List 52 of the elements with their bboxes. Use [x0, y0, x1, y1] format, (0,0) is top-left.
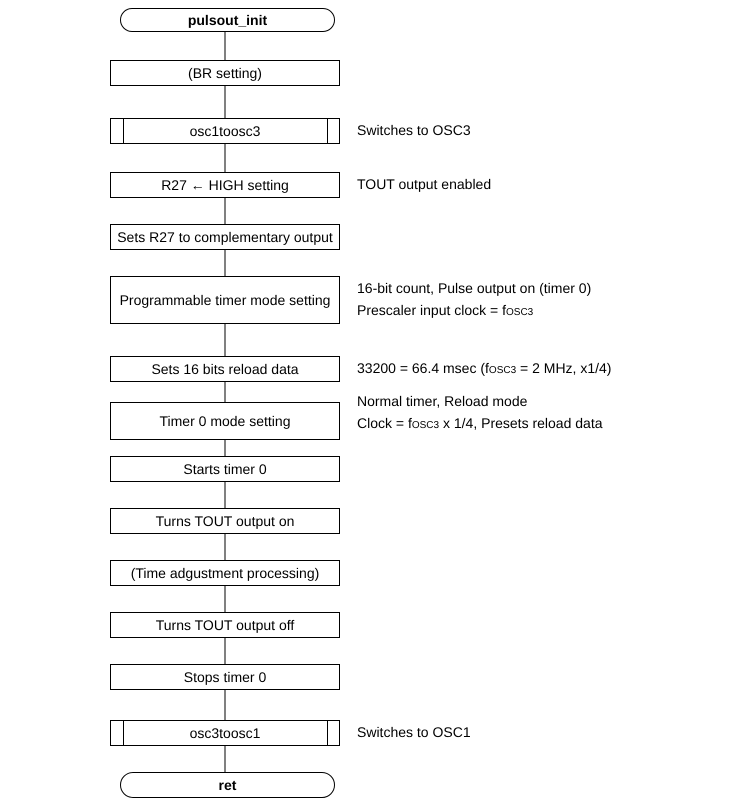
process-box [110, 508, 340, 534]
comment-text: Switches to OSC1 [357, 723, 471, 742]
connector-line [224, 440, 226, 456]
connector-line [224, 638, 226, 664]
step-text: osc3toosc1 [190, 724, 260, 742]
step-text: Turns TOUT output on [156, 512, 294, 530]
comment-text: 33200 = 66.4 msec (f$_{OSC3}$ = 2 MHz, x1/4) [357, 359, 612, 378]
connector-line [224, 324, 226, 356]
step-text: R27 ← HIGH setting [161, 176, 289, 194]
step-text: (BR setting) [188, 64, 262, 82]
comment-text: Normal timer, Reload mode [357, 392, 528, 412]
process-box [110, 560, 340, 586]
subroutine-box [110, 720, 340, 746]
connector-line [224, 382, 226, 402]
step-text: Sets R27 to complementary output [117, 228, 333, 246]
terminal-box [120, 8, 335, 32]
step-text: osc1toosc3 [190, 122, 260, 140]
process-box [110, 276, 340, 324]
connector-line [224, 32, 226, 60]
connector-line [224, 198, 226, 224]
connector-line [224, 482, 226, 508]
connector-line [224, 586, 226, 612]
step-text: pulsout_init [188, 10, 268, 30]
process-box [110, 612, 340, 638]
connector-line [224, 690, 226, 720]
comment-text: 16-bit count, Pulse output on (timer 0) [357, 279, 592, 298]
comment-text: Switches to OSC3 [357, 121, 471, 140]
step-text: Timer 0 mode setting [160, 412, 290, 430]
connector-line [224, 250, 226, 276]
terminal-box [120, 772, 335, 798]
step-text: Programmable timer mode setting [120, 290, 330, 310]
process-box [110, 60, 340, 86]
comment-text: Prescaler input clock = f$_{OSC3}$ [357, 301, 534, 320]
connector-line [224, 746, 226, 772]
subroutine-box [110, 118, 340, 144]
process-box [110, 172, 340, 198]
comment-text: TOUT output enabled [357, 175, 492, 194]
step-text: Starts timer 0 [183, 460, 267, 478]
connector-line [224, 144, 226, 172]
process-box [110, 456, 340, 482]
comment-text: Clock = f$_{OSC3}$ x 1/4, Presets reload data [357, 414, 603, 433]
connector-line [224, 86, 226, 118]
step-text: Sets 16 bits reload data [151, 360, 299, 378]
process-box [110, 356, 340, 382]
step-text: ret [218, 776, 236, 794]
step-text: Turns TOUT output off [156, 616, 294, 634]
process-box [110, 664, 340, 690]
step-text: (Time adgustment processing) [130, 564, 320, 582]
process-box [110, 224, 340, 250]
connector-line [224, 534, 226, 560]
step-text: Stops timer 0 [184, 668, 266, 686]
process-box [110, 402, 340, 440]
